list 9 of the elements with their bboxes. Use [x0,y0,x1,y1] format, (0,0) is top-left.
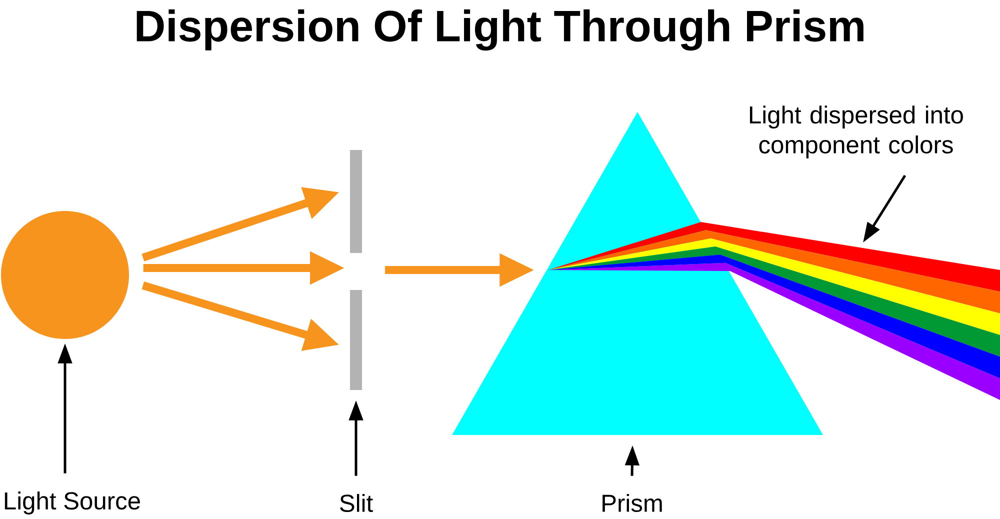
label-text: Prism [602,494,662,512]
label-text: Light Source [4,492,140,514]
light-source-circle [1,211,129,339]
slit-bar [350,150,362,253]
light-spectrum-drawing [548,222,1000,400]
title: Dispersion Of Light Through Prism [136,9,864,51]
label-text: Slit [340,494,373,512]
label-text: Light dispersed into component colors [750,106,963,158]
slit-bar [350,290,362,390]
